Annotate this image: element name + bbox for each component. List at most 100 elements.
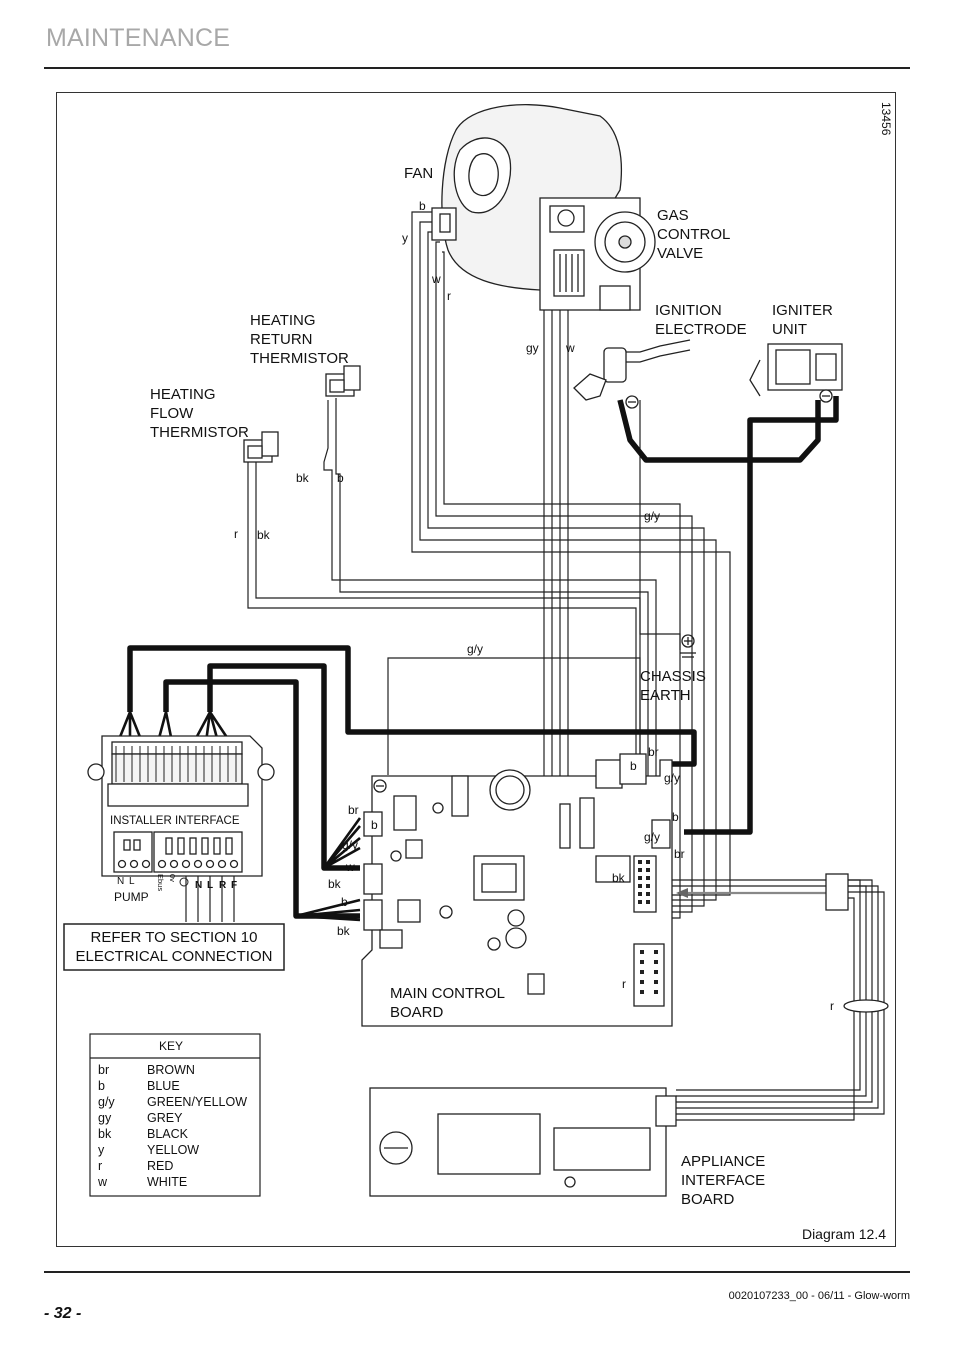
wire-label: b <box>337 471 344 485</box>
key-color: GREY <box>147 1111 183 1125</box>
wire-label: r <box>234 527 238 541</box>
ignition-electrode <box>573 339 691 409</box>
connector-arrow <box>676 888 826 898</box>
label-aib-line2: INTERFACE <box>681 1172 765 1189</box>
label-fan: FAN <box>404 165 433 182</box>
label-igniter-line2: UNIT <box>772 321 807 338</box>
wire-label: r <box>447 289 451 303</box>
chassis-earth-symbol <box>680 634 696 658</box>
fan-wire-y <box>411 211 731 896</box>
label-aib-line1: APPLIANCE <box>681 1153 765 1170</box>
diagram-frame <box>56 92 896 1247</box>
wire-label: y <box>402 231 408 245</box>
footer-rule <box>44 1271 910 1273</box>
label-gas-line2: CONTROL <box>657 226 730 243</box>
wire-label: br <box>648 745 659 759</box>
wire-label: g/y <box>467 642 483 656</box>
key-title: KEY <box>159 1039 183 1053</box>
wire-label: b <box>371 818 378 832</box>
label-flow-line3: THERMISTOR <box>150 424 249 441</box>
thick-cables <box>127 396 839 919</box>
doc-reference: 0020107233_00 - 06/11 - Glow-worm <box>728 1290 910 1302</box>
igniter-unit <box>749 343 843 403</box>
return-thermistor-wire <box>323 400 657 930</box>
terminal-r: R <box>219 880 227 891</box>
harness-plug <box>825 873 889 1013</box>
key-code: bk <box>98 1127 112 1141</box>
wire-label: b <box>630 759 637 773</box>
refer-box <box>63 923 285 971</box>
terminal-earth-icon <box>179 877 189 887</box>
heating-flow-thermistor <box>243 431 279 463</box>
label-aib-line3: BOARD <box>681 1191 735 1208</box>
key-code: g/y <box>98 1095 115 1109</box>
label-igniter-line1: IGNITER <box>772 302 833 319</box>
wire-label: r <box>622 977 626 991</box>
main-control-board <box>361 753 673 1027</box>
label-return-line2: RETURN <box>250 331 313 348</box>
wire-label: b <box>672 810 679 824</box>
key-color: BROWN <box>147 1063 195 1077</box>
wire-label: br <box>674 847 685 861</box>
wire-label: bk <box>328 877 342 891</box>
heating-return-thermistor <box>325 365 361 397</box>
key-color: BLACK <box>147 1127 189 1141</box>
wire-label: bk <box>612 871 626 885</box>
wire-label: g/y <box>644 509 660 523</box>
wire-label: g/y <box>644 830 660 844</box>
key-code: b <box>98 1079 105 1093</box>
wire-label: g/y <box>664 771 680 785</box>
gas-control-valve <box>539 197 656 311</box>
key-code: br <box>98 1063 109 1077</box>
terminal-f: F <box>231 880 237 891</box>
wire-label: w <box>431 272 441 286</box>
key-code: gy <box>98 1111 112 1125</box>
label-gas-line1: GAS <box>657 207 689 224</box>
terminal-l1: L <box>129 876 135 887</box>
wire-label: w <box>565 341 575 355</box>
header-rule <box>44 67 910 69</box>
wire-label: b <box>419 199 426 213</box>
key-color: WHITE <box>147 1175 187 1189</box>
key-color: RED <box>147 1159 173 1173</box>
wire-label: g/y <box>342 838 358 852</box>
wire-label: bk <box>257 528 271 542</box>
label-chassis-line2: EARTH <box>640 687 691 704</box>
key-color: YELLOW <box>147 1143 199 1157</box>
key-code: w <box>97 1175 108 1189</box>
key-code: r <box>98 1159 102 1173</box>
key-rows: br BROWN b BLUE g/y GREEN/YELLOW gy GREY bk BLACK… <box>97 1063 247 1189</box>
refer-box-line1: REFER TO SECTION 10 <box>91 929 258 946</box>
wire-label: bk <box>337 924 351 938</box>
label-chassis-line1: CHASSIS <box>640 668 706 685</box>
appliance-interface-board <box>369 1087 677 1197</box>
wire-label: gy <box>526 341 539 355</box>
label-ign-line1: IGNITION <box>655 302 722 319</box>
figure-number: 13456 <box>879 102 893 136</box>
label-installer-interface: INSTALLER INTERFACE <box>110 815 240 827</box>
label-flow-line2: FLOW <box>150 405 194 422</box>
label-pump: PUMP <box>114 890 149 904</box>
wire-label: b <box>341 895 348 909</box>
label-flow-line1: HEATING <box>150 386 216 403</box>
chassis-earth-wire <box>639 400 681 650</box>
wire-label: w <box>345 860 355 874</box>
wire-label: bk <box>296 471 310 485</box>
terminal-l2: L <box>207 880 213 891</box>
key-color: BLUE <box>147 1079 180 1093</box>
installer-interface <box>87 735 275 877</box>
interface-earth-wire <box>387 657 641 775</box>
page-number: - 32 - <box>44 1305 82 1322</box>
label-gas-line3: VALVE <box>657 245 703 262</box>
key-color: GREEN/YELLOW <box>147 1095 247 1109</box>
terminal-0v: 0v <box>168 874 177 882</box>
label-main-board-line1: MAIN CONTROL <box>390 985 505 1002</box>
label-main-board-line2: BOARD <box>390 1004 444 1021</box>
key-code: y <box>98 1143 105 1157</box>
terminal-n2: N <box>195 880 202 891</box>
label-return-line3: THERMISTOR <box>250 350 349 367</box>
section-title: MAINTENANCE <box>46 24 231 52</box>
wire-label: r <box>830 999 834 1013</box>
terminal-ebus: Ebus <box>156 874 165 891</box>
